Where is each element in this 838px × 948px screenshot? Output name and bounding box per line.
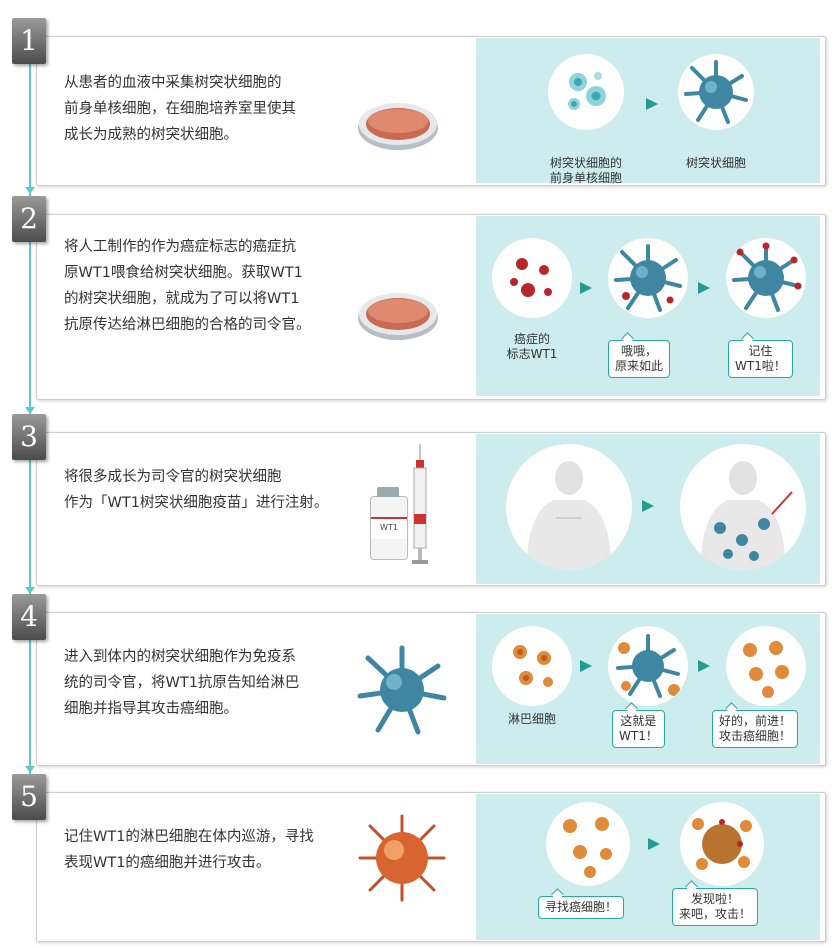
speech-bubble: 这就是 WT1！ [612, 710, 665, 748]
speech-bubble: 发现啦！ 来吧，攻击！ [672, 888, 759, 926]
monocyte-circle [548, 54, 624, 130]
cancer-cell-icon [358, 814, 446, 902]
arrow-right-icon [646, 98, 658, 110]
dendritic-cell-icon [732, 242, 802, 312]
lymphocyte-icon [513, 645, 553, 687]
step-description: 记住WT1的淋巴细胞在体内巡游，寻找 表现WT1的癌细胞并进行攻击。 [64, 829, 314, 871]
step-description: 进入到体内的树突状细胞作为免疫系 统的司令官，将WT1抗原告知给淋巴 细胞并指导… [64, 649, 300, 717]
illustration-panel [476, 434, 820, 584]
step-5: 5 记住WT1的淋巴细胞在体内巡游，寻找 表现WT1的癌细胞并进行攻击。 寻找癌… [0, 774, 838, 944]
step-description: 将很多成长为司令官的树突状细胞 作为「WT1树突状细胞疫苗」进行注射。 [64, 469, 329, 511]
dendritic-lymph-circle [608, 626, 688, 706]
step-description: 从患者的血液中采集树突状细胞的 前身单核细胞，在细胞培养室里使其 成长为成熟的树… [64, 75, 296, 143]
patrol-circle [546, 802, 630, 886]
step-3: 3 将很多成长为司令官的树突状细胞 作为「WT1树突状细胞疫苗」进行注射。 WT… [0, 414, 838, 590]
dendritic-cell-icon [357, 645, 447, 735]
lymphocyte-label: 淋巴细胞 [507, 712, 556, 726]
cancer-attack-icon [692, 818, 752, 870]
monocyte-label: 树突状细胞的 前身单核细胞 [549, 156, 622, 185]
human-body-injected-icon [700, 461, 793, 570]
dendritic-feeding-circle [608, 238, 688, 318]
timeline-arrow [25, 587, 35, 594]
arrow-right-icon [698, 282, 710, 294]
illustration-panel: 癌症的 标志WT1 哦哦， 原来如此 记住 WT1啦！ [476, 216, 820, 396]
timeline-arrow [25, 407, 35, 414]
human-body-icon [526, 461, 612, 570]
step-4: 4 进入到体内的树突状细胞作为免疫系 统的司令官，将WT1抗原告知给淋巴 细胞并… [0, 594, 838, 770]
illustration-panel: 寻找癌细胞！ 发现啦！ 来吧，攻击！ [476, 794, 820, 940]
lymphocyte-group-icon [563, 817, 612, 878]
speech-bubble: 寻找癌细胞！ [538, 896, 625, 919]
antigen-circle [492, 238, 572, 318]
speech-bubble: 好的，前进！ 攻击癌细胞！ [712, 710, 799, 748]
dendritic-teaching-icon [616, 634, 680, 698]
body-after-circle [680, 444, 806, 570]
vial-label: WT1 [371, 517, 407, 539]
illustration-panel: 树突状细胞的 前身单核细胞 树突状细胞 [476, 38, 820, 185]
timeline-arrow [25, 766, 35, 773]
monocyte-cells-icon [568, 72, 606, 110]
step-2: 2 将人工制作的作为癌症标志的癌症抗 原WT1喂食给树突状细胞。获取WT1 的树… [0, 196, 838, 406]
syringe-icon [412, 444, 428, 564]
step-number-badge: 2 [12, 196, 46, 242]
step-number-badge: 1 [12, 18, 46, 64]
arrow-right-icon [580, 660, 592, 672]
arrow-right-icon [648, 838, 660, 850]
step-number-badge: 5 [12, 774, 46, 820]
dendritic-cell-icon [614, 244, 682, 312]
speech-bubble: 哦哦， 原来如此 [608, 340, 671, 378]
step-description: 将人工制作的作为癌症标志的癌症抗 原WT1喂食给树突状细胞。获取WT1 的树突状… [64, 239, 311, 333]
timeline-arrow [25, 187, 35, 194]
arrow-right-icon [698, 660, 710, 672]
step-number-badge: 4 [12, 594, 46, 640]
dendritic-label: 树突状细胞 [685, 156, 746, 170]
body-before-circle [506, 444, 632, 570]
step-number-badge: 3 [12, 414, 46, 460]
attack-circle [680, 802, 764, 886]
vaccine-vial-icon: WT1 [370, 487, 408, 560]
speech-bubble: 记住 WT1啦！ [728, 340, 793, 378]
dendritic-antigen-circle [726, 238, 806, 318]
wt1-label: 癌症的 标志WT1 [506, 332, 558, 361]
wt1-antigen-icon [510, 258, 552, 297]
lymphocyte-circle [492, 626, 572, 706]
arrow-right-icon [642, 500, 654, 512]
arrow-right-icon [580, 282, 592, 294]
step-1: 1 从患者的血液中采集树突状细胞的 前身单核细胞，在细胞培养室里使其 成长为成熟… [0, 18, 838, 188]
illustration-panel: 淋巴细胞 这就是 WT1！ 好的，前进！ 攻击癌细胞！ [476, 614, 820, 764]
petri-dish-icon [358, 103, 438, 150]
lymphocyte-army-circle [726, 626, 806, 706]
petri-dish-icon [358, 293, 438, 340]
dendritic-circle [678, 54, 754, 130]
dendritic-cell-icon [684, 60, 748, 124]
lymphocyte-group-icon [743, 641, 789, 698]
